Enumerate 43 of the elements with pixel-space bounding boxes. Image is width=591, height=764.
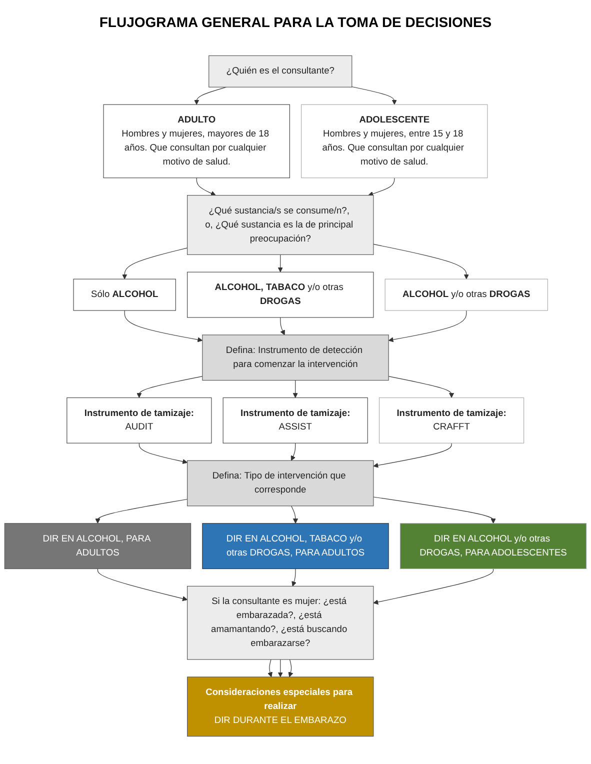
node-box: Defina: Tipo de intervención que corresponde — [187, 460, 374, 506]
arrow — [388, 376, 454, 398]
arrow — [97, 568, 188, 602]
arrow — [373, 568, 494, 605]
diagram-title: FLUJOGRAMA GENERAL PARA LA TOMA DE DECISIONES — [98, 14, 493, 30]
arrow — [288, 659, 294, 678]
arrow — [292, 568, 296, 586]
node-box: ALCOHOL, TABACO y/o otras DROGAS — [187, 272, 374, 318]
arrow — [388, 310, 467, 342]
node-box: ADOLESCENTE Hombres y mujeres, entre 15 y 18 años. Que consultan por cualquier motivo de salud. — [301, 104, 488, 178]
arrow — [268, 659, 272, 678]
arrow — [292, 380, 298, 398]
arrow — [373, 496, 496, 524]
arrow — [373, 244, 469, 280]
arrow — [138, 442, 188, 464]
node-box: Si la consultante es mujer: ¿está embarazada?, ¿está amamantando?, ¿está buscando embarazarse? — [187, 586, 374, 660]
arrow — [278, 659, 283, 678]
arrow — [373, 442, 452, 468]
node-box: DIR EN ALCOHOL y/o otras DROGAS, PARA ADOLESCENTES — [400, 523, 587, 570]
arrow — [368, 178, 395, 196]
arrow — [352, 86, 397, 105]
node-box: ¿Quién es el consultante? — [208, 55, 352, 88]
arrow — [136, 376, 203, 398]
node-box: Consideraciones especiales para realizar DIR DURANTE EL EMBARAZO — [187, 676, 374, 737]
node-box: Instrumento de tamizaje: CRAFFT — [378, 397, 524, 444]
arrow — [194, 86, 227, 105]
arrow — [122, 248, 188, 280]
arrow — [278, 254, 283, 272]
node-box: ¿Qué sustancia/s se consume/n?, o, ¿Qué sustancia es la de principal preocupación? — [187, 195, 374, 255]
arrow — [95, 498, 188, 524]
arrow — [280, 317, 285, 336]
arrow — [290, 442, 296, 461]
arrow — [196, 178, 216, 196]
arrow — [124, 310, 203, 342]
arrow — [291, 506, 298, 524]
node-box: ADULTO Hombres y mujeres, mayores de 18 años. Que consultan por cualquier motivo de salud. — [103, 104, 290, 178]
node-box: Defina: Instrumento de detección para comenzar la intervención — [202, 334, 389, 381]
node-box: Sólo ALCOHOL — [73, 278, 176, 311]
node-box: Instrumento de tamizaje: AUDIT — [66, 397, 212, 444]
node-box: DIR EN ALCOHOL, PARA ADULTOS — [4, 523, 192, 570]
node-box: Instrumento de tamizaje: ASSIST — [222, 397, 368, 444]
node-box: DIR EN ALCOHOL, TABACO y/o otras DROGAS, PARA ADULTOS — [202, 523, 389, 570]
node-box: ALCOHOL y/o otras DROGAS — [384, 278, 548, 311]
